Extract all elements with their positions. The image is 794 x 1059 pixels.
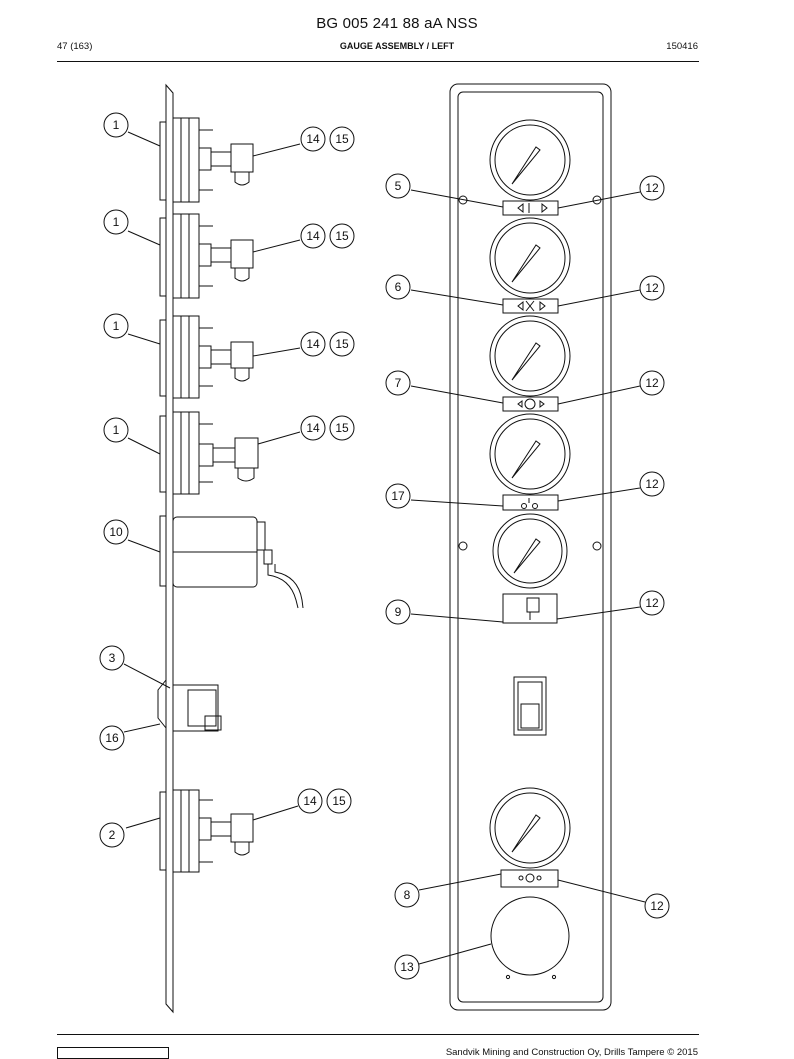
callout-label: 12 — [645, 596, 659, 610]
callout-14: 14 — [300, 331, 326, 357]
callout-label: 14 — [306, 132, 320, 146]
callout-label: 1 — [113, 215, 120, 229]
callout-14: 14 — [300, 415, 326, 441]
callout-15: 15 — [329, 331, 355, 357]
label-plate-9 — [502, 593, 558, 624]
callout-15: 15 — [329, 126, 355, 152]
callout-15: 15 — [329, 223, 355, 249]
gauge-profile-3 — [159, 315, 254, 399]
callout-15: 15 — [326, 788, 352, 814]
callout-label: 1 — [113, 118, 120, 132]
callout-label: 12 — [645, 281, 659, 295]
callout-label: 14 — [303, 794, 317, 808]
callout-5: 5 — [385, 173, 411, 199]
front-leaders — [410, 189, 646, 965]
gauge-profile-2 — [159, 213, 254, 299]
callout-1: 1 — [103, 209, 129, 235]
callout-8: 8 — [394, 882, 420, 908]
gauge-face-3 — [489, 315, 571, 397]
callout-label: 12 — [645, 376, 659, 390]
callout-1: 1 — [103, 112, 129, 138]
gauge-face-6 — [489, 787, 571, 869]
callout-label: 15 — [335, 337, 349, 351]
blank-plug-13 — [490, 896, 570, 976]
callout-label: 14 — [306, 229, 320, 243]
callout-14: 14 — [297, 788, 323, 814]
gauge-face-5 — [492, 513, 568, 589]
footer-rule — [57, 1034, 699, 1035]
callout-13: 13 — [394, 954, 420, 980]
callout-label: 15 — [335, 229, 349, 243]
gauge-profile-5 — [159, 789, 254, 873]
callout-3: 3 — [99, 645, 125, 671]
gauge-face-1 — [489, 119, 571, 201]
callout-12: 12 — [639, 370, 665, 396]
label-plate-8 — [500, 869, 559, 888]
callout-7: 7 — [385, 370, 411, 396]
callout-12: 12 — [644, 893, 670, 919]
callout-label: 6 — [395, 280, 402, 294]
callout-label: 2 — [109, 828, 116, 842]
gauge-profile-1 — [159, 117, 254, 203]
callout-12: 12 — [639, 275, 665, 301]
callout-10: 10 — [103, 519, 129, 545]
callout-label: 13 — [400, 960, 414, 974]
page-number: 47 (163) — [57, 41, 93, 52]
callout-label: 14 — [306, 337, 320, 351]
side-panel-plate — [165, 83, 174, 1014]
callout-1: 1 — [103, 417, 129, 443]
callout-12: 12 — [639, 175, 665, 201]
label-plate-17 — [502, 494, 559, 511]
document-title: BG 005 241 88 aA NSS — [316, 15, 478, 32]
callout-12: 12 — [639, 590, 665, 616]
callout-9: 9 — [385, 599, 411, 625]
side-leaders — [123, 131, 301, 829]
callout-14: 14 — [300, 126, 326, 152]
side-view — [123, 83, 304, 1014]
gauge-face-2 — [489, 217, 571, 299]
callout-label: 15 — [332, 794, 346, 808]
date-code: 150416 — [666, 41, 698, 52]
callout-label: 16 — [105, 731, 119, 745]
callout-1: 1 — [103, 313, 129, 339]
callout-label: 15 — [335, 421, 349, 435]
callout-label: 5 — [395, 179, 402, 193]
cylinder-unit-profile — [159, 515, 304, 609]
callout-12: 12 — [639, 471, 665, 497]
callout-label: 7 — [395, 376, 402, 390]
callout-14: 14 — [300, 223, 326, 249]
callout-label: 8 — [404, 888, 411, 902]
gauge-face-4 — [489, 413, 571, 495]
callout-label: 3 — [109, 651, 116, 665]
callout-2: 2 — [99, 822, 125, 848]
switch-profile — [157, 679, 222, 732]
section-title: GAUGE ASSEMBLY / LEFT — [339, 41, 455, 51]
callout-label: 12 — [650, 899, 664, 913]
callout-16: 16 — [99, 725, 125, 751]
callout-6: 6 — [385, 274, 411, 300]
callout-label: 9 — [395, 605, 402, 619]
callout-15: 15 — [329, 415, 355, 441]
callout-label: 17 — [391, 489, 405, 503]
callout-label: 14 — [306, 421, 320, 435]
front-view — [410, 83, 646, 1011]
callout-17: 17 — [385, 483, 411, 509]
header-rule — [57, 61, 699, 62]
front-panel-outer — [449, 83, 612, 1011]
front-panel-inner — [457, 91, 604, 1003]
callout-label: 10 — [109, 525, 123, 539]
callout-label: 1 — [113, 423, 120, 437]
callout-label: 12 — [645, 181, 659, 195]
callout-label: 15 — [335, 132, 349, 146]
callout-label: 12 — [645, 477, 659, 491]
callout-label: 1 — [113, 319, 120, 333]
rocker-switch — [513, 676, 547, 736]
gauge-profile-4 — [159, 411, 259, 495]
